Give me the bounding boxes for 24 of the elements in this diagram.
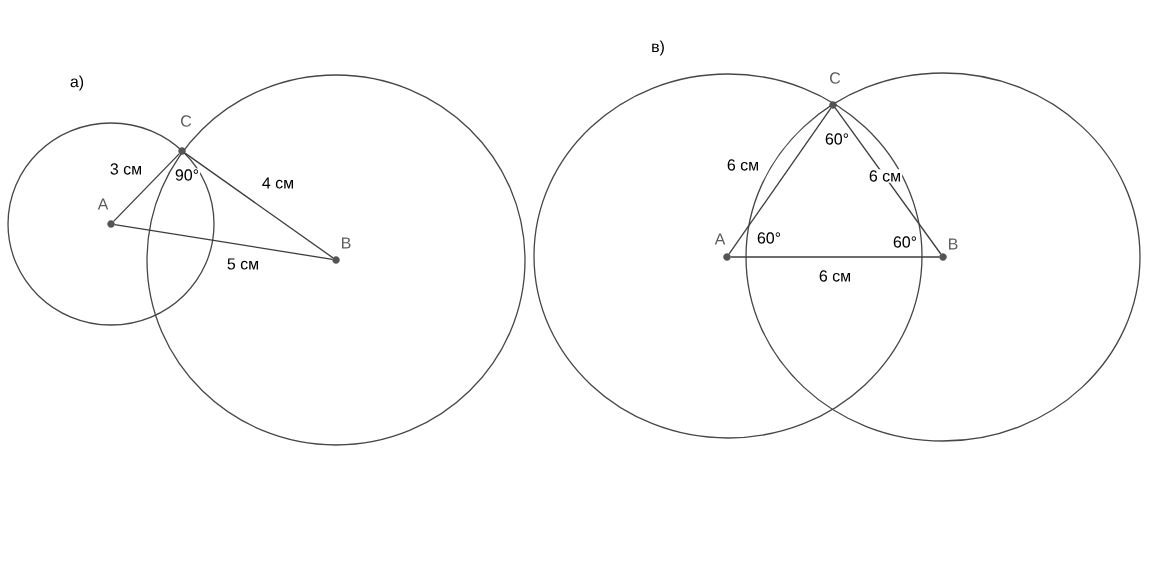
point-label: B [949, 238, 958, 250]
edge-label: 6 см [867, 169, 903, 183]
label: 60° [891, 235, 919, 249]
label: 60° [755, 231, 783, 245]
point-label: A [97, 198, 109, 210]
edge-label: 6 см [725, 158, 761, 172]
edge-label: 5 см [225, 257, 261, 271]
label: а) [68, 74, 86, 92]
segment [728, 107, 832, 255]
edge-label: 6 см [817, 269, 853, 283]
point-label: A [714, 233, 726, 245]
segment [184, 152, 334, 259]
edge-label: 4 см [260, 176, 296, 190]
label: в) [650, 39, 666, 57]
label: 60° [823, 132, 851, 146]
segment [112, 153, 181, 222]
segment [730, 256, 940, 258]
point-label: C [181, 115, 192, 127]
point-label: C [830, 72, 841, 84]
edge-label: 3 см [108, 162, 144, 176]
segment [114, 223, 333, 261]
segment [834, 107, 942, 255]
label: 90° [173, 168, 201, 182]
point-label: B [342, 237, 351, 249]
